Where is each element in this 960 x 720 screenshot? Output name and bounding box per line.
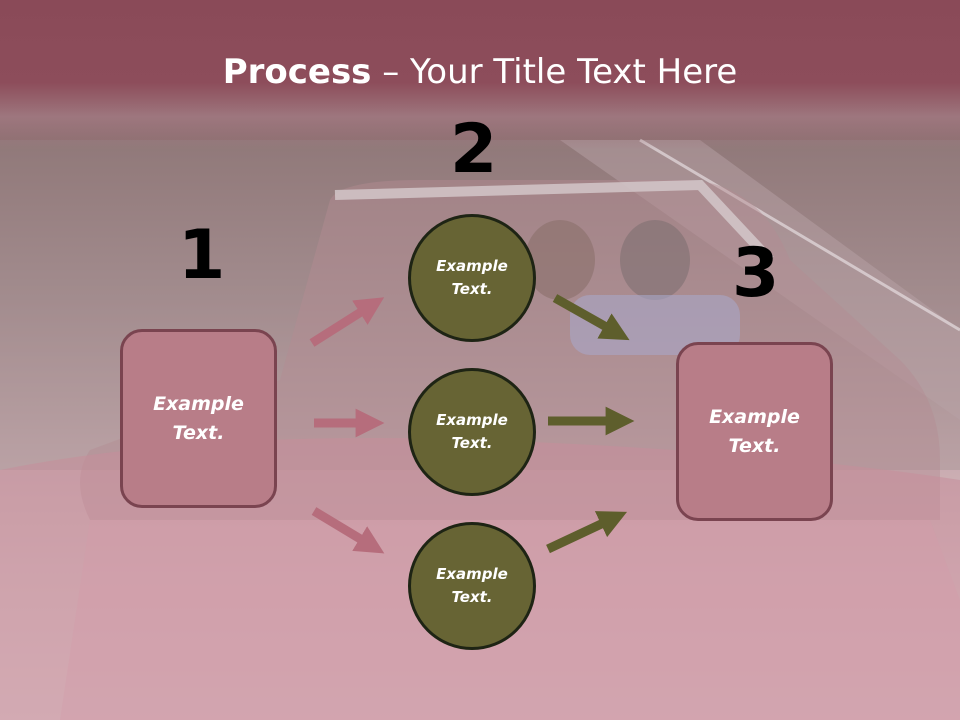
arrow-bottom-to-right: [546, 511, 628, 554]
arrow-top-to-right: [552, 294, 630, 341]
left-box-line1: Example: [153, 393, 244, 415]
page-title: Process – Your Title Text Here: [0, 52, 960, 92]
title-bold: Process: [222, 52, 372, 92]
title-bar: [0, 0, 960, 150]
circle-bottom-line1: Example: [436, 564, 508, 583]
circle-bottom-line2: Text.: [451, 588, 493, 606]
arrow-left-to-bottom: [311, 507, 385, 554]
step-number-2: 2: [450, 110, 498, 189]
circle-middle-line1: Example: [436, 410, 508, 429]
arrow-left-to-top: [309, 297, 385, 347]
circle-middle-line2: Text.: [451, 434, 493, 452]
step-number-3: 3: [732, 234, 780, 313]
title-rest: – Your Title Text Here: [371, 52, 738, 92]
right-box-line2: Text.: [728, 434, 781, 457]
right-box-line1: Example: [709, 406, 800, 428]
circle-top-line1: Example: [436, 256, 508, 275]
circle-top-line2: Text.: [451, 280, 493, 298]
step-number-1: 1: [178, 216, 226, 295]
left-box-line2: Text.: [172, 421, 225, 444]
